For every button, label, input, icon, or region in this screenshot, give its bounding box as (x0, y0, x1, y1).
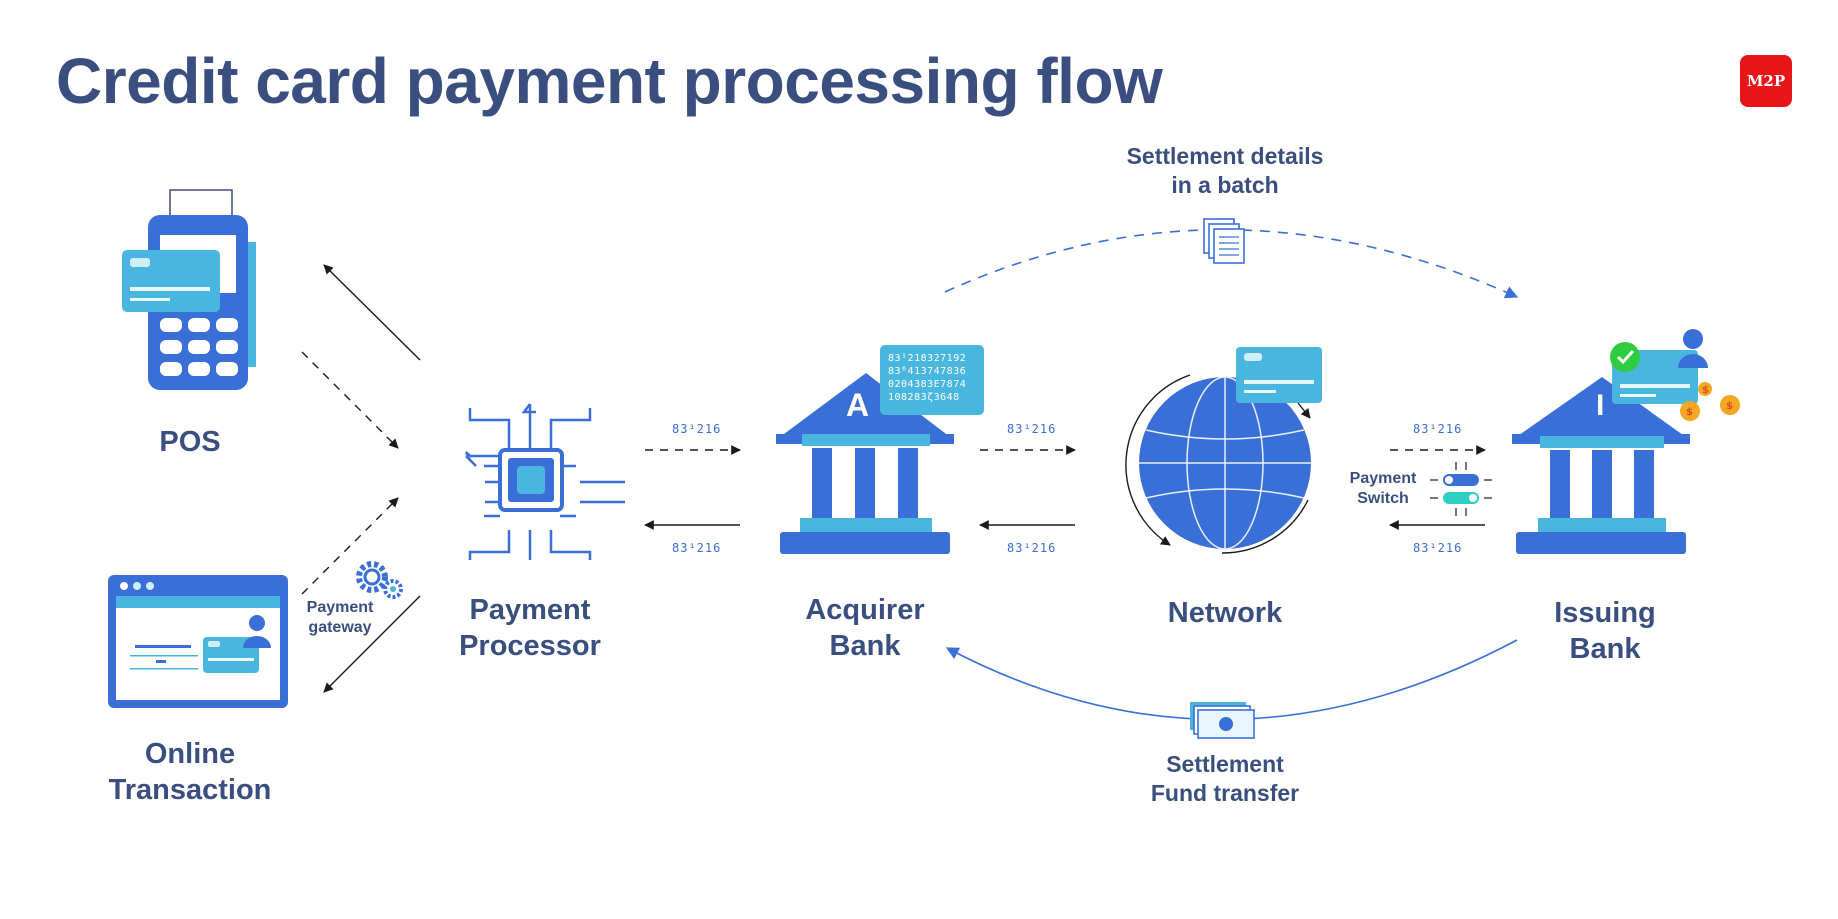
code-line: 0204383E7874 (888, 379, 967, 390)
pos-terminal-icon (122, 189, 256, 390)
payment-processor-label: Payment Processor (459, 594, 601, 663)
settlement-fund-label: Settlement Fund transfer (1150, 751, 1300, 806)
gears-icon (356, 561, 403, 599)
issuing-bank-letter: I (1596, 389, 1605, 422)
globe-icon (1125, 347, 1322, 554)
binary-code-label: 83¹216 (1413, 422, 1463, 436)
binary-code-label: 83¹216 (1413, 541, 1463, 555)
payment-gateway-label: Payment gateway (306, 599, 374, 636)
document-stack-icon (1203, 218, 1245, 264)
issuing-bank-label: Issuing Bank (1554, 597, 1656, 666)
code-line: 108283ζ3648 (888, 392, 960, 403)
binary-code-label: 83¹216 (1007, 541, 1057, 555)
binary-code-label: 83¹216 (1007, 422, 1057, 436)
bank-icon (776, 345, 984, 554)
acquirer-code-panel: 83¹218327192 83⁶413747836 0204383E7874 1… (888, 352, 982, 404)
binary-code-label: 83¹216 (672, 541, 722, 555)
svg-text:$: $ (1686, 407, 1693, 418)
payment-switch-label: Payment Switch (1349, 470, 1417, 507)
online-transaction-label: Online Transaction (108, 738, 272, 807)
code-line: 83¹218327192 (888, 353, 967, 364)
cash-stack-icon (1190, 702, 1255, 739)
pos-label: POS (159, 426, 221, 458)
acquirer-bank-letter: A (846, 387, 870, 423)
settlement-batch-label: Settlement details in a batch (1126, 143, 1324, 198)
bank-icon: $ $ $ (1512, 329, 1740, 554)
chip-core (498, 448, 564, 512)
toggle-switch-icon (1430, 462, 1492, 516)
binary-code-label: 83¹216 (672, 422, 722, 436)
code-line: 83⁶413747836 (888, 366, 967, 377)
svg-text:$: $ (1726, 401, 1733, 412)
svg-text:$: $ (1702, 385, 1709, 396)
m2p-logo: M2P (1740, 55, 1792, 107)
page-title: Credit card payment processing flow (56, 45, 1163, 117)
browser-card-icon (108, 575, 288, 708)
acquirer-bank-label: Acquirer Bank (805, 594, 925, 663)
network-label: Network (1167, 597, 1283, 629)
